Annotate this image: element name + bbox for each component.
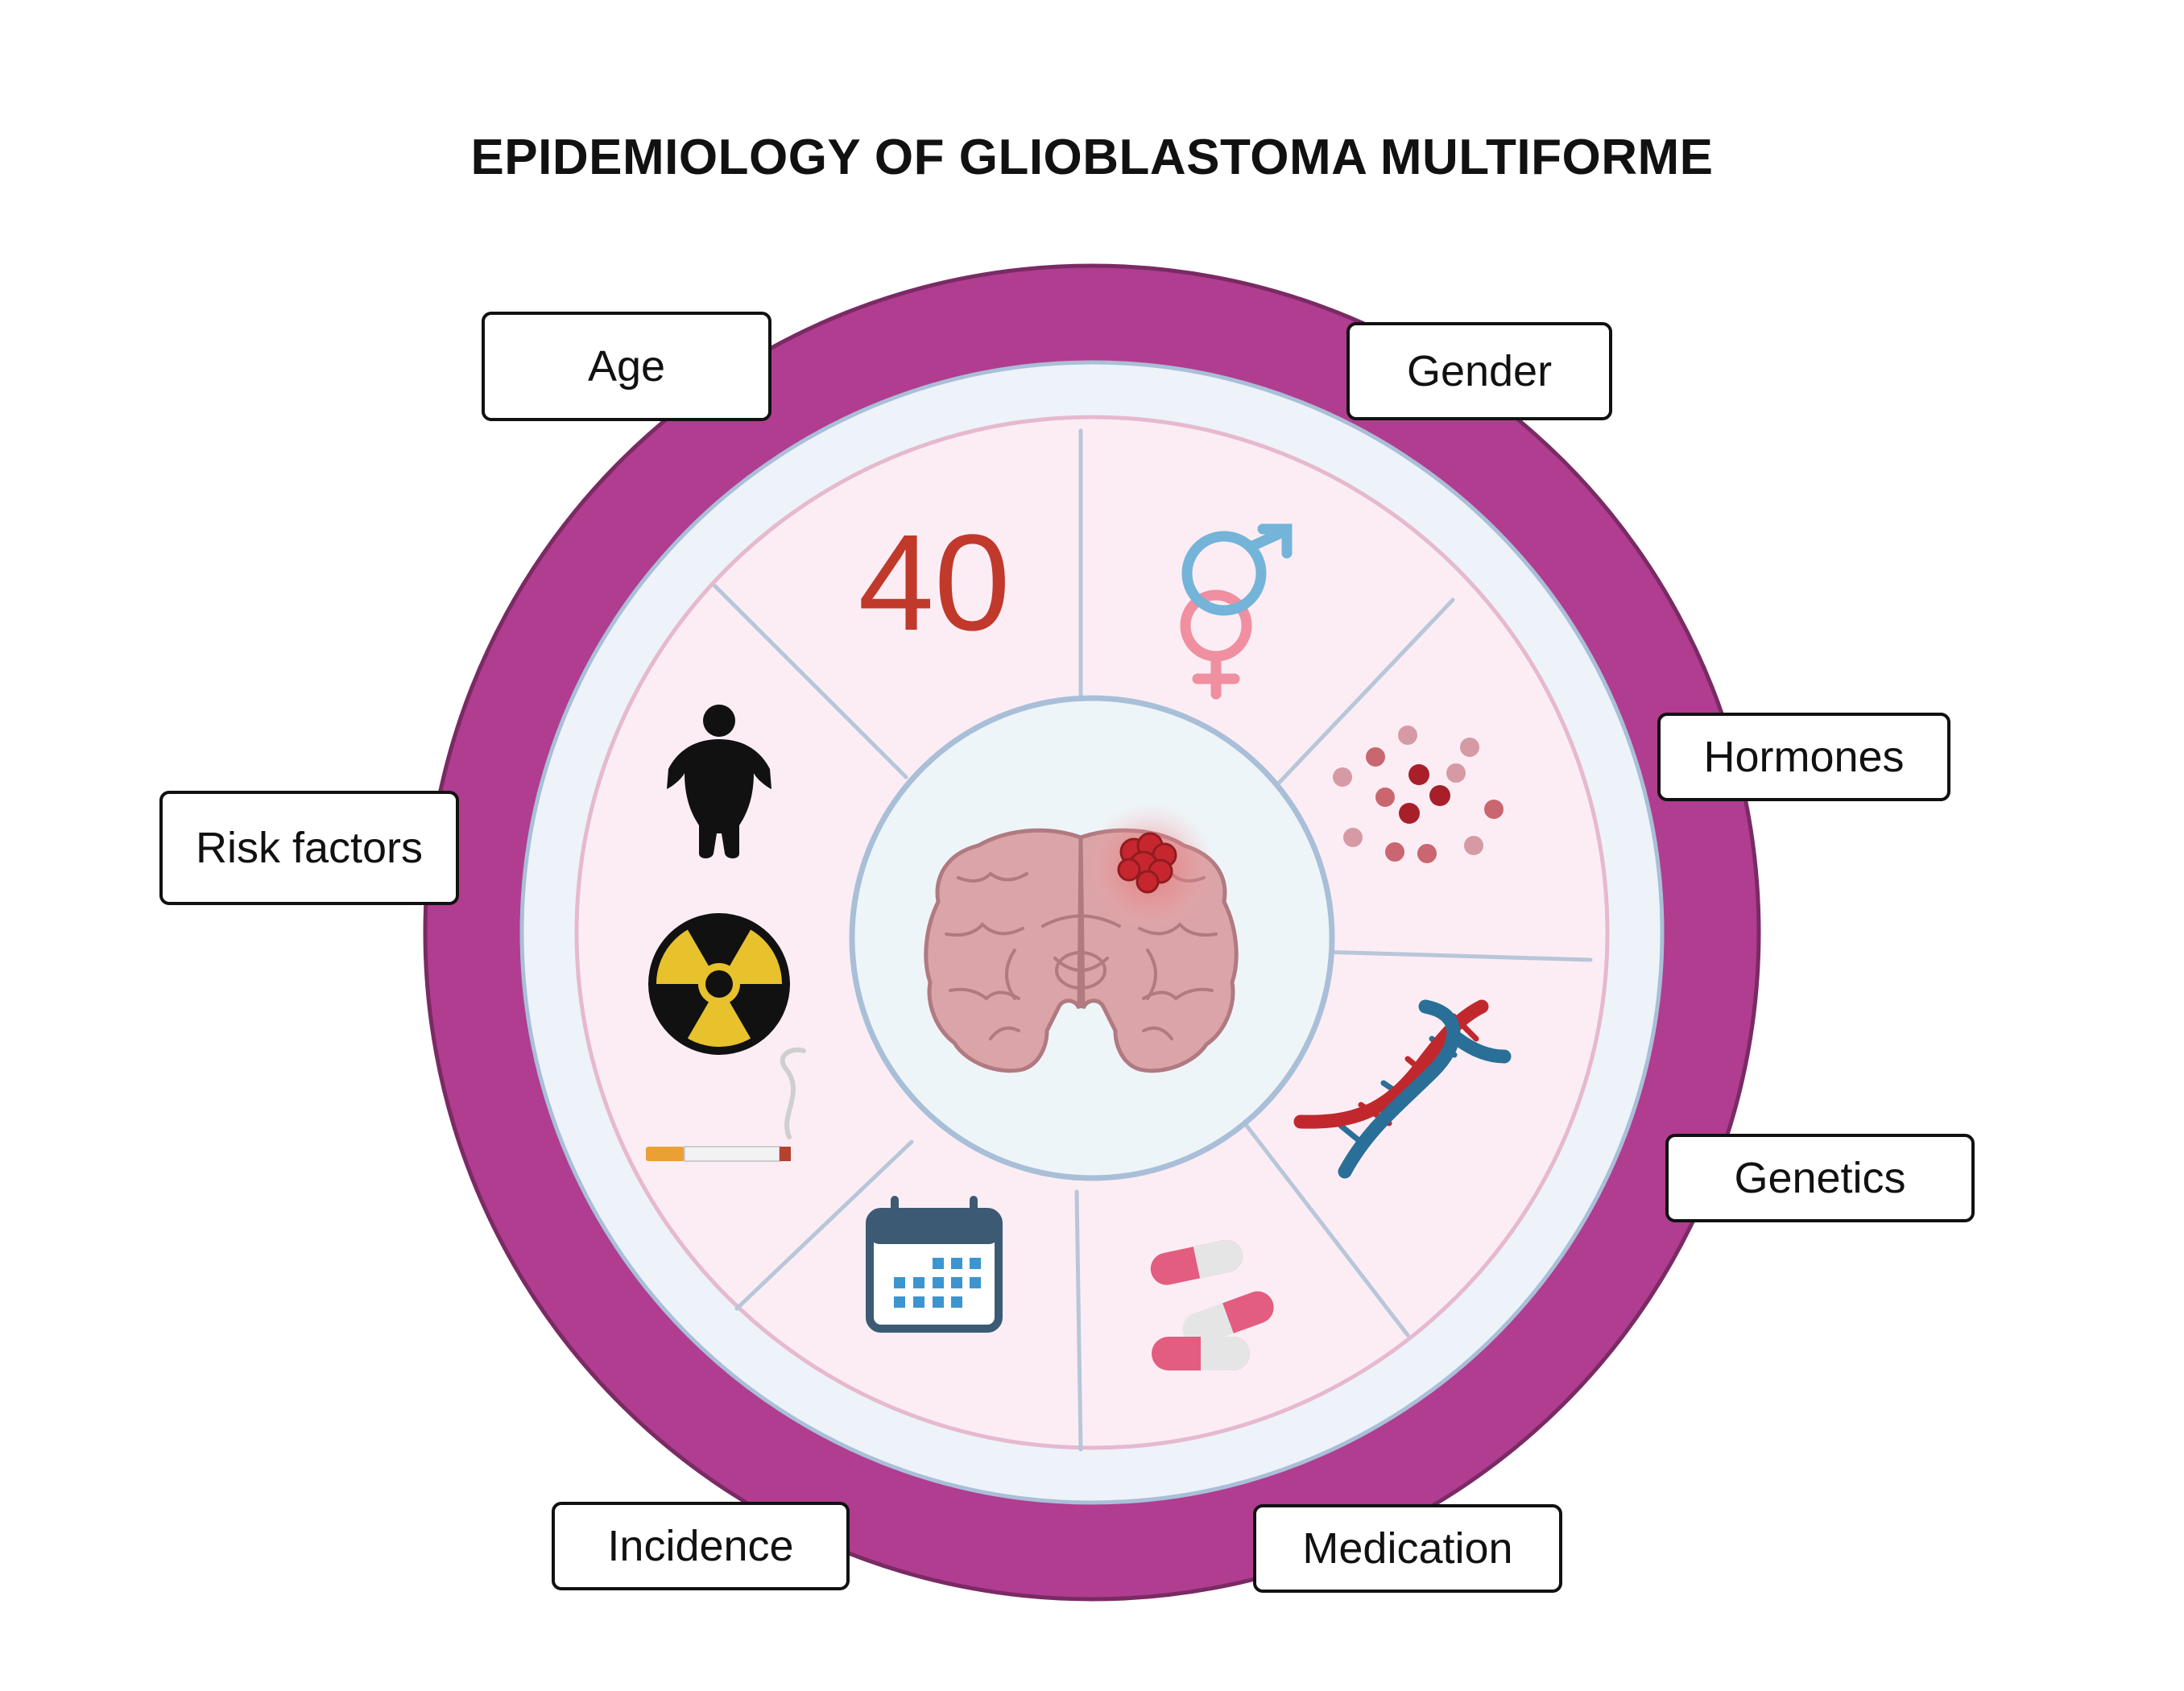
incidence-label: Incidence: [552, 1502, 850, 1590]
medication-label: Medication: [1253, 1504, 1562, 1593]
calendar-icon: [866, 1196, 1003, 1333]
gender-symbols-icon: [1180, 523, 1293, 700]
age-value-text: 40: [858, 506, 1010, 659]
tumor-mass: [1117, 832, 1177, 894]
page-title: EPIDEMIOLOGY OF GLIOBLASTOMA MULTIFORME: [470, 130, 1714, 185]
brain-tumor-icon: [924, 802, 1239, 1073]
male-symbol-icon: [1181, 531, 1267, 616]
hormones-label: Hormones: [1657, 713, 1950, 801]
age-label: Age: [482, 312, 771, 421]
dna-icon: [1293, 999, 1512, 1179]
cigarette-icon: [646, 1047, 806, 1162]
hormone-dots-icon: [1333, 726, 1504, 863]
obesity-icon: [667, 705, 771, 858]
risk-factors-label: Risk factors: [159, 791, 459, 905]
gender-label: Gender: [1346, 322, 1612, 420]
genetics-label: Genetics: [1665, 1134, 1975, 1222]
pills-icon: [1150, 1239, 1274, 1371]
segment-dividers: [713, 428, 1593, 1452]
radiation-icon: [648, 913, 790, 1055]
